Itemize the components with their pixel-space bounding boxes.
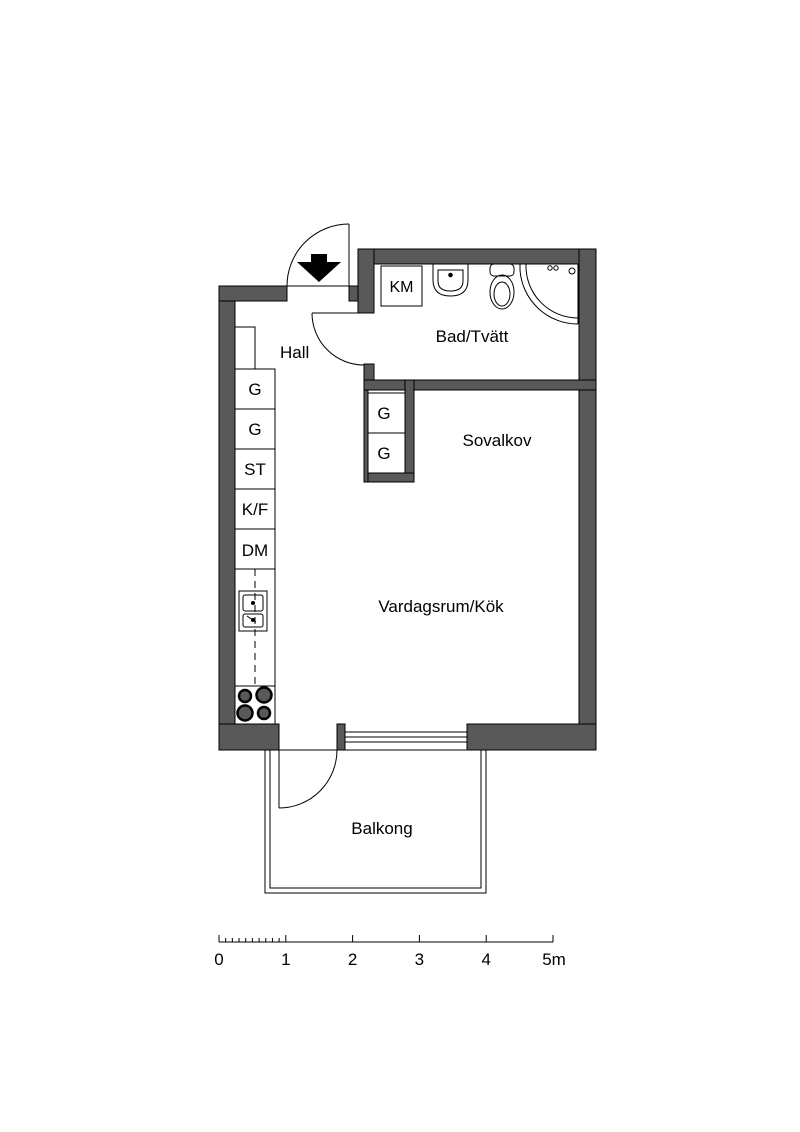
- room-label-bedroom-alcove: Sovalkov: [463, 431, 532, 450]
- fixture-label-cabinet: ST: [244, 460, 266, 479]
- fixture-label-wardrobe: G: [248, 380, 261, 399]
- scale-labels: 0 1 2 3 4 5m: [214, 950, 566, 969]
- wall-alcove-bottom: [363, 472, 415, 483]
- fixture-label-dishwasher: DM: [242, 541, 268, 560]
- walls: [218, 248, 597, 751]
- wall-bath-left-upper: [357, 248, 375, 314]
- balcony-door: [278, 749, 338, 809]
- wall-bottom-left: [218, 723, 280, 751]
- room-label-bathroom: Bad/Tvätt: [436, 327, 509, 346]
- wall-bottom-right: [466, 723, 597, 751]
- scale-label: 2: [348, 950, 357, 969]
- fixture-label-wardrobe: G: [248, 420, 261, 439]
- kitchen-sink-icon: [238, 590, 268, 632]
- toilet-icon: [489, 263, 515, 310]
- scale-label: 4: [481, 950, 490, 969]
- room-label-balcony: Balkong: [351, 819, 412, 838]
- wall-bath-top: [357, 248, 597, 265]
- balcony-outline: [264, 749, 487, 894]
- scale-label: 0: [214, 950, 223, 969]
- fixture-label-fridge-freezer: K/F: [242, 500, 268, 519]
- kitchen-counter: [234, 326, 276, 725]
- wall-alcove-vertical: [404, 379, 415, 483]
- wall-right: [578, 248, 597, 751]
- shower-icon: [519, 263, 579, 325]
- wall-top-left: [218, 285, 288, 302]
- scale-bar: [218, 935, 554, 943]
- bathroom-door: [311, 312, 365, 366]
- stove-icon: [234, 685, 276, 725]
- washing-machine: [380, 265, 423, 307]
- room-label-living-kitchen: Vardagsrum/Kök: [378, 597, 504, 616]
- fixture-label-wardrobe: G: [377, 404, 390, 423]
- fixture-label-washing-machine: KM: [390, 279, 414, 296]
- sink-icon: [432, 263, 469, 297]
- scale-label: 1: [281, 950, 290, 969]
- wall-bath-bottom: [363, 379, 597, 391]
- scale-label: 3: [415, 950, 424, 969]
- wall-alcove-left: [363, 389, 369, 483]
- balcony-window: [344, 731, 468, 743]
- entrance-arrow-icon: [297, 254, 341, 282]
- scale-label: 5m: [542, 950, 566, 969]
- wall-left: [218, 285, 236, 751]
- entrance-door: [286, 223, 350, 287]
- wall-bottom-mid: [336, 723, 346, 751]
- fixture-label-wardrobe: G: [377, 444, 390, 463]
- room-label-hall: Hall: [280, 343, 309, 362]
- alcove-wardrobes: [367, 392, 406, 474]
